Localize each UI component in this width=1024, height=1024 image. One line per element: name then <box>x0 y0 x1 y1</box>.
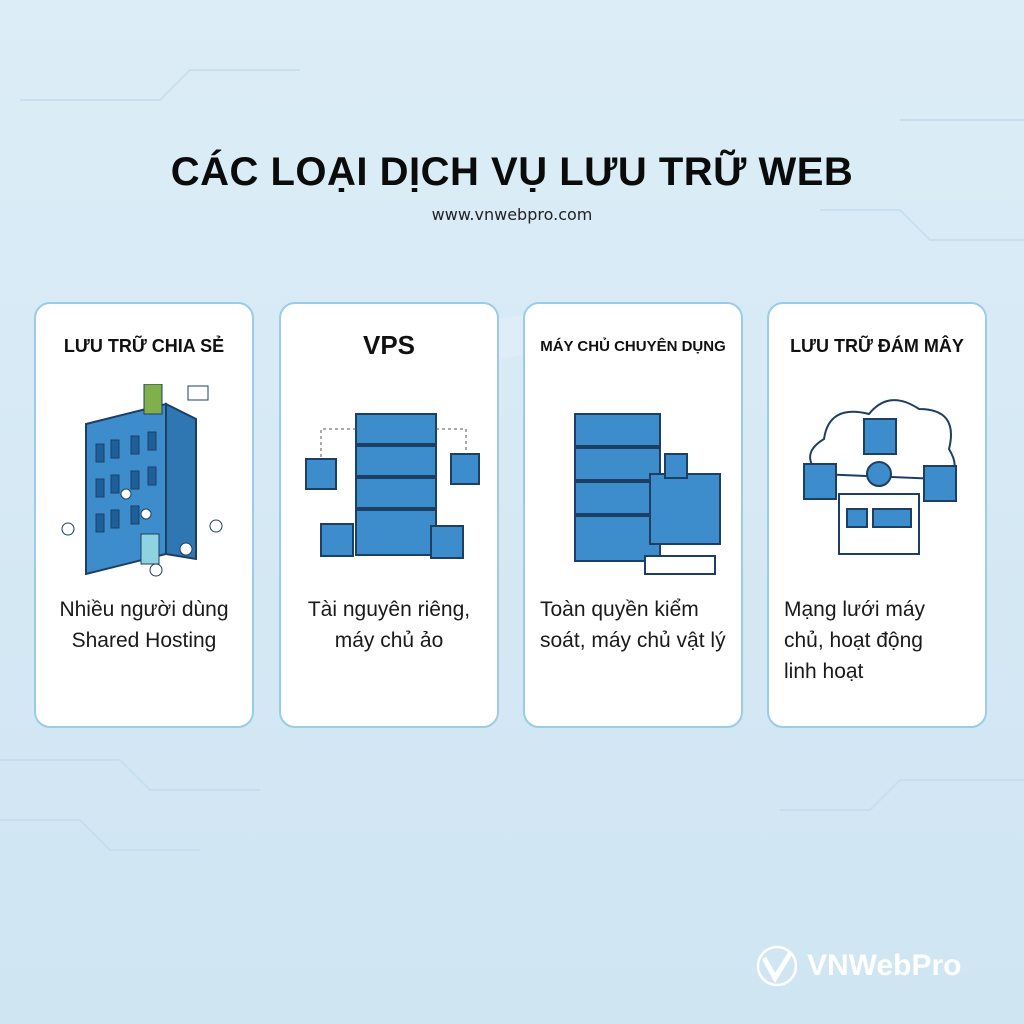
card-title: MÁY CHỦ CHUYÊN DỤNG <box>540 338 726 355</box>
card-title: LƯU TRỮ ĐÁM MÂY <box>790 336 964 356</box>
brand-logo: VNWebPro <box>755 944 961 988</box>
card-description: Tài nguyên riêng,máy chủ ảo <box>307 598 471 652</box>
dedicated-server-icon <box>574 413 721 575</box>
cloud-network-icon <box>803 399 957 555</box>
card-title: LƯU TRỮ CHIA SẺ <box>63 336 225 356</box>
page-title: CÁC LOẠI DỊCH VỤ LƯU TRỮ WEB <box>170 150 854 194</box>
brand-name: VNWebPro <box>807 949 962 982</box>
brand-v-icon <box>756 945 798 987</box>
card-title: VPS <box>362 330 416 360</box>
card-vps: VPS Tài nguyên riêng,máy chủ ảo <box>279 302 499 728</box>
website-url: www.vnwebpro.com <box>431 205 593 224</box>
virtual-server-icon <box>305 413 480 559</box>
building-users-icon <box>61 384 223 577</box>
